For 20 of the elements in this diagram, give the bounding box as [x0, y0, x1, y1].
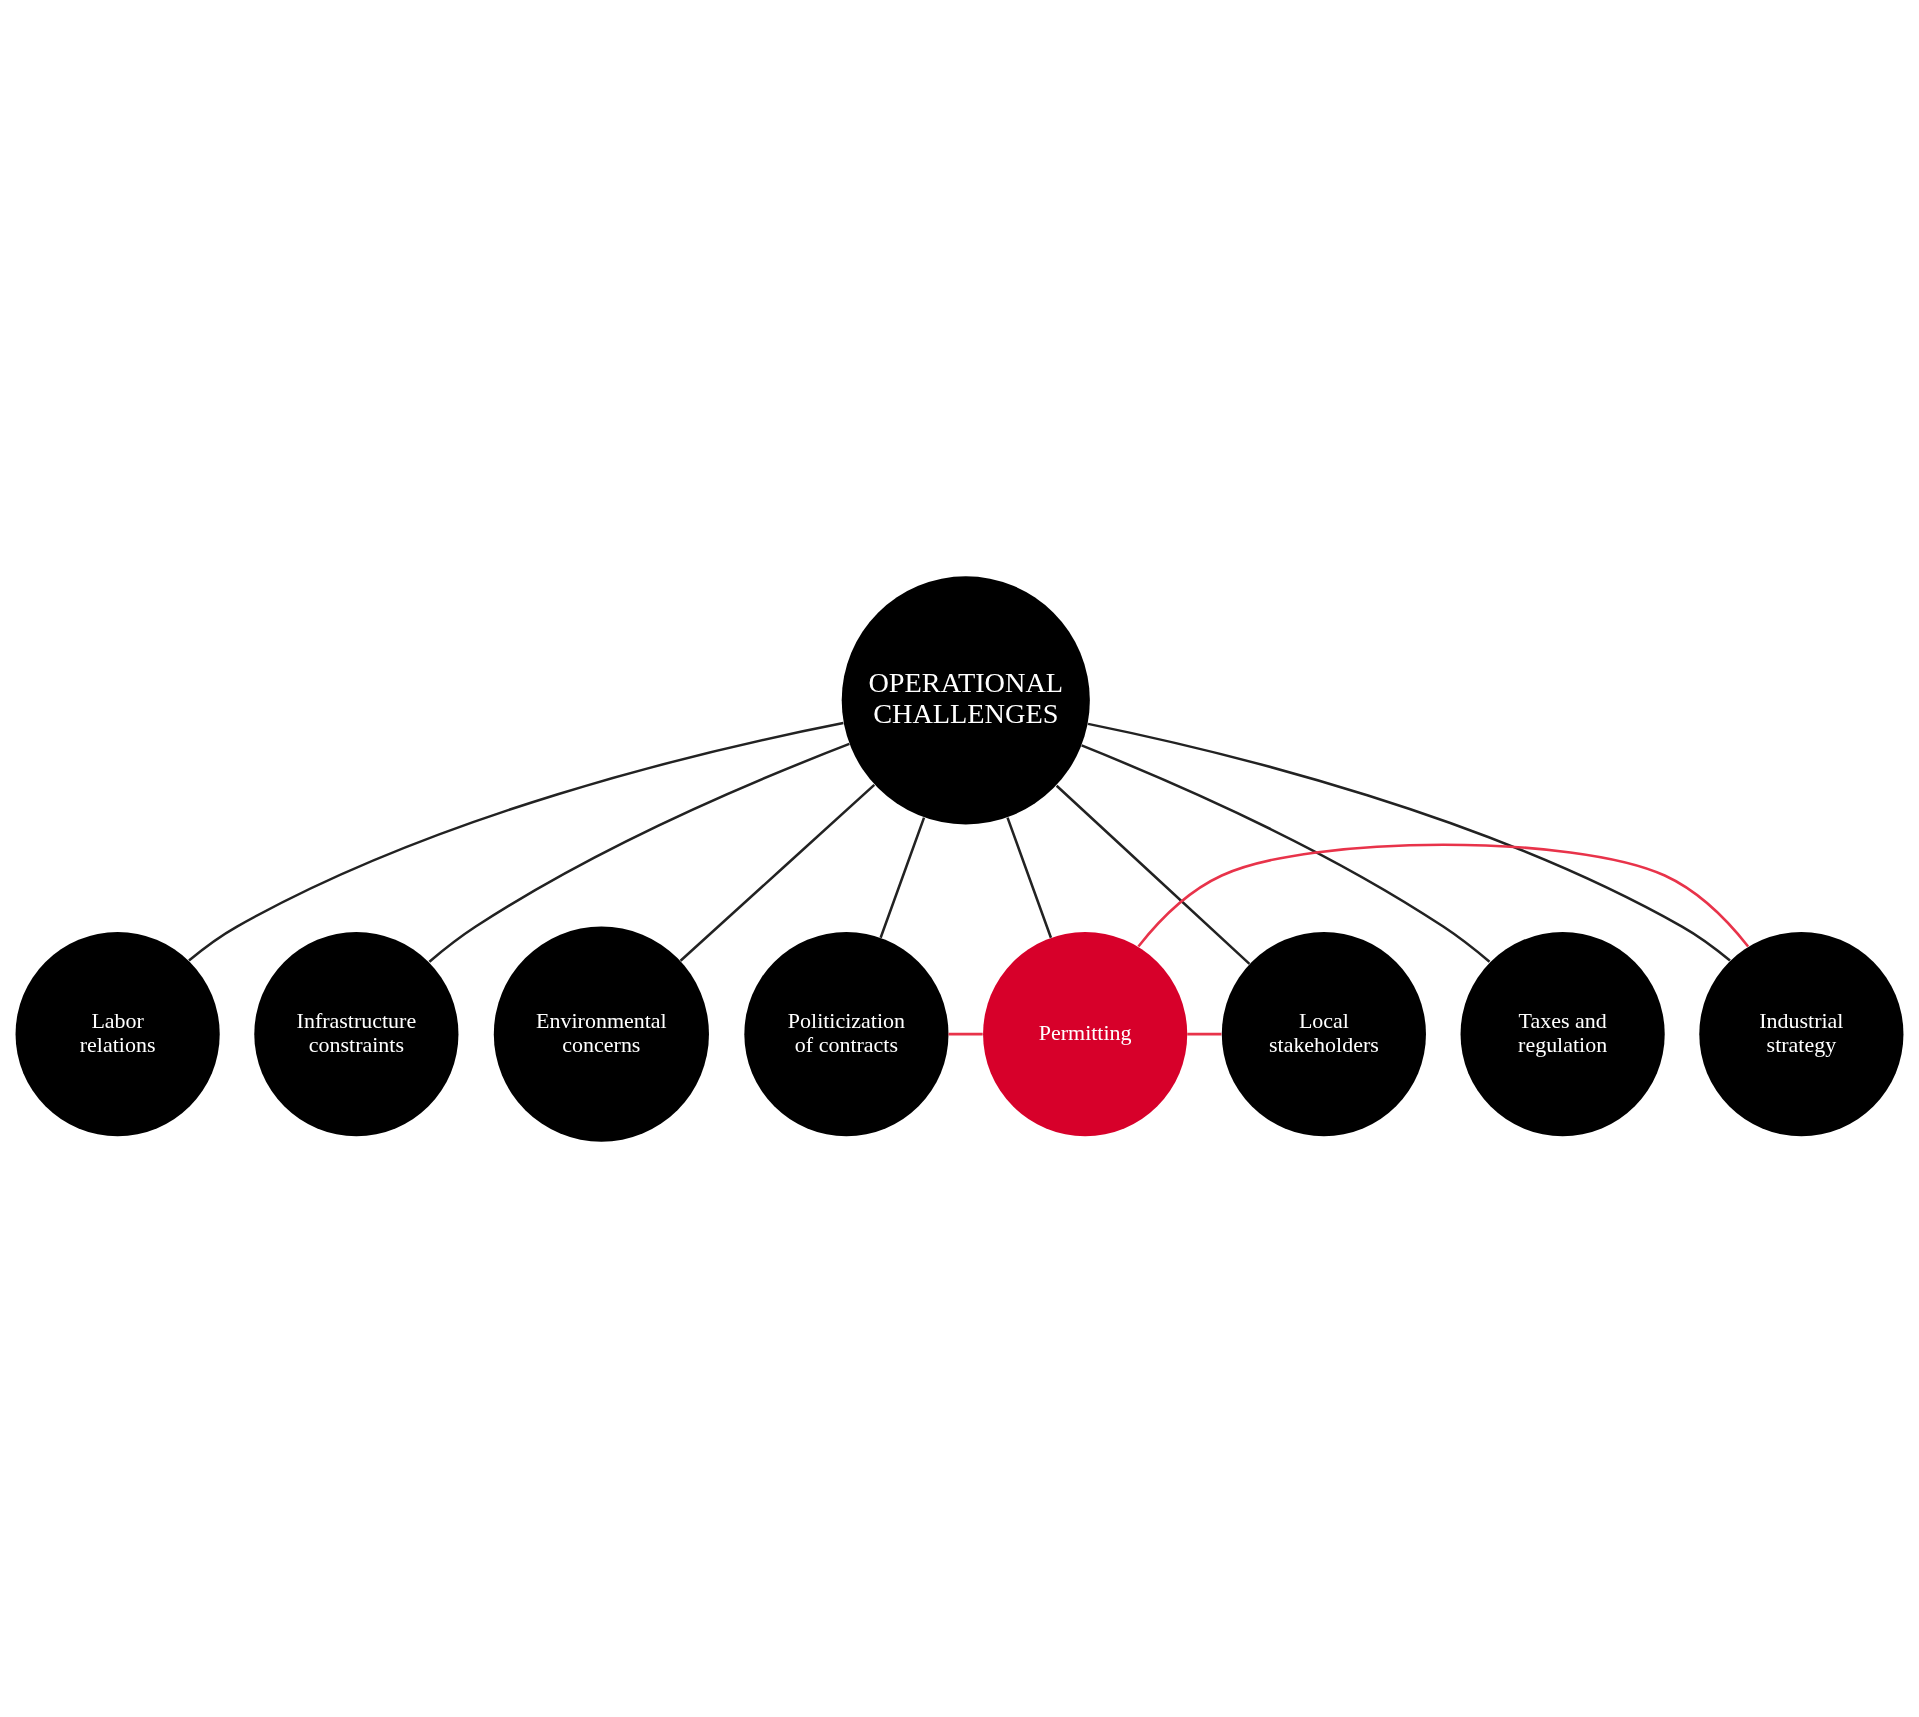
connector — [1081, 743, 1491, 963]
connector — [879, 816, 926, 938]
connector — [1087, 722, 1731, 962]
node-circle: Labor relations — [15, 931, 220, 1136]
node-circle: Industrial strategy — [1699, 931, 1904, 1136]
connector — [1055, 784, 1251, 965]
node-circle: Environmental concerns — [493, 926, 709, 1142]
node-circle: Taxes and regulation — [1460, 931, 1665, 1136]
node-circle: OPERATIONAL CHALLENGES — [841, 575, 1090, 824]
connector — [1006, 816, 1053, 938]
node-circle: Permitting — [983, 931, 1188, 1136]
connector — [1187, 1032, 1222, 1035]
node-circle: Local stakeholders — [1221, 931, 1426, 1136]
node-circle: Infrastructure constraints — [254, 931, 459, 1136]
node-circle: Politicization of contracts — [744, 931, 949, 1136]
connector — [679, 783, 876, 962]
connector — [188, 721, 844, 961]
connector — [428, 742, 850, 963]
connector — [948, 1032, 983, 1035]
connector — [1137, 843, 1750, 947]
